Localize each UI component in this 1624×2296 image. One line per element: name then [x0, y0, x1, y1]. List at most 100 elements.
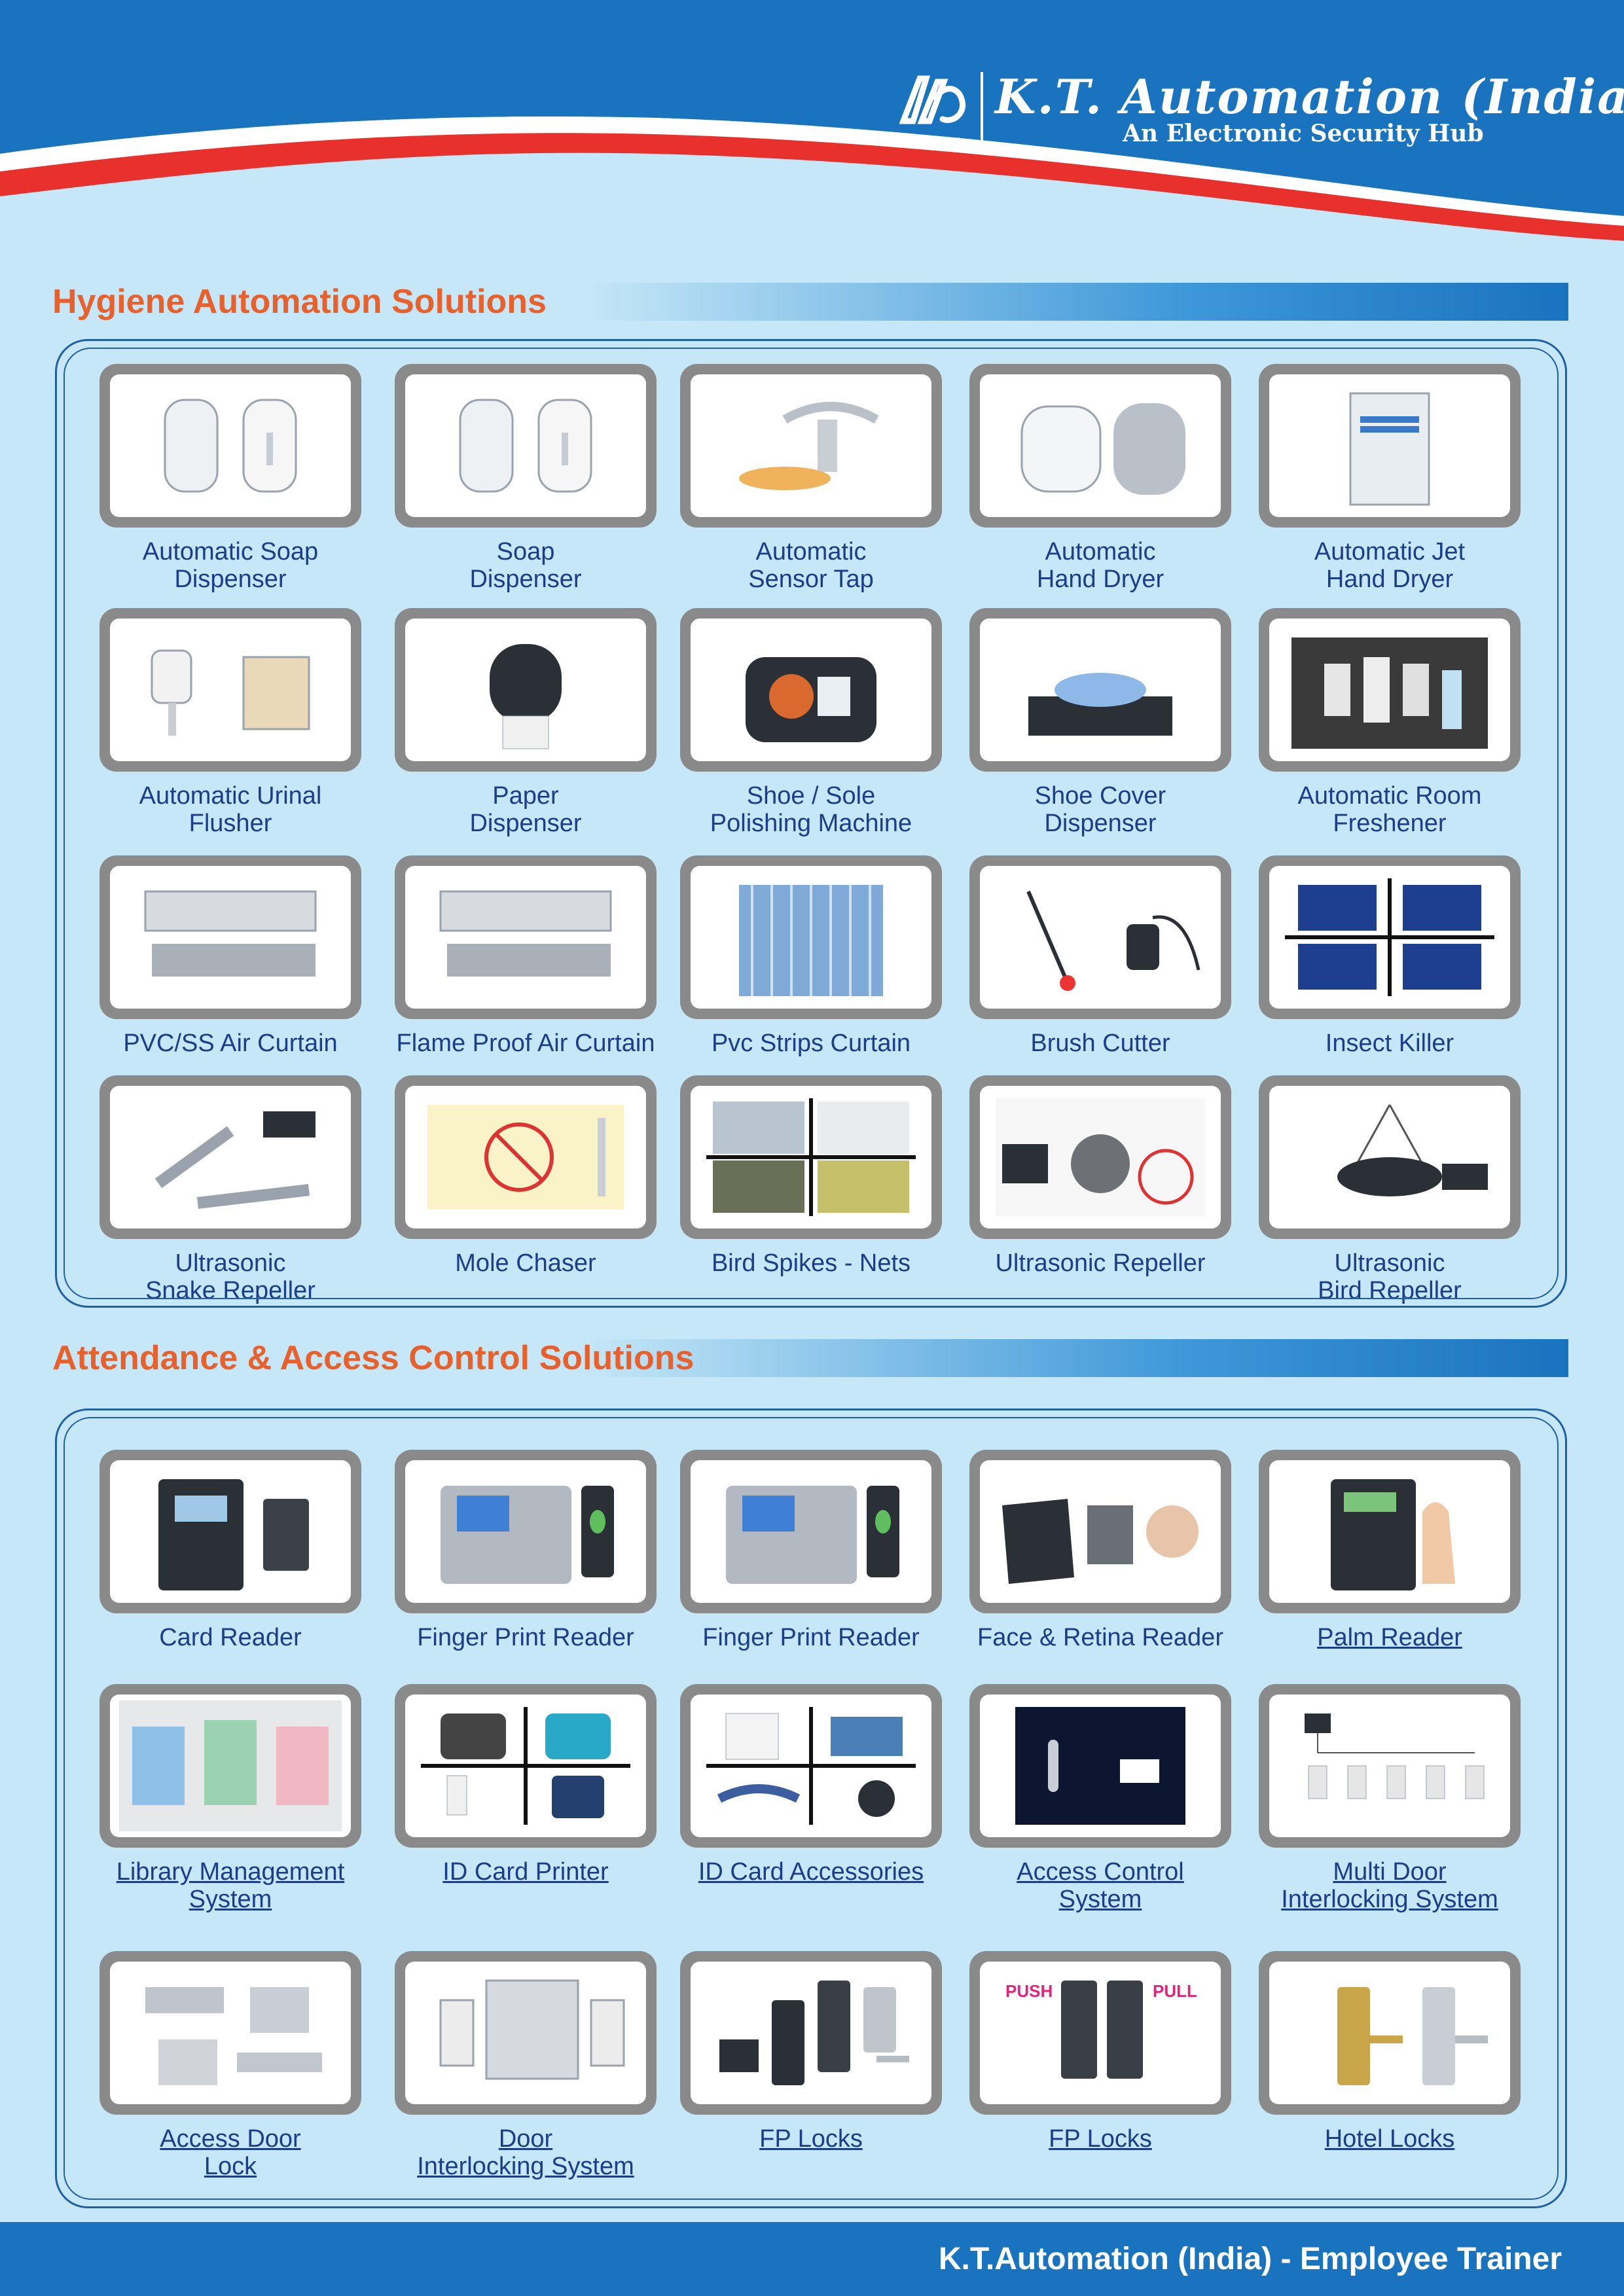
product-tile: [395, 1075, 657, 1239]
door-lock-icon: [110, 1962, 351, 2104]
page-footer: K.T.Automation (India) - Employee Traine…: [0, 2222, 1624, 2296]
product-insect-killer: Insect Killer: [1259, 855, 1521, 1057]
product-multi-door-interlocking-system[interactable]: Multi Door Interlocking System: [1259, 1684, 1521, 1913]
product-tile: [680, 1075, 942, 1239]
product-label[interactable]: Access Control System: [1017, 1858, 1184, 1913]
soap-dispenser-icon: [405, 374, 646, 517]
product-automatic-jet-hand-dryer: Automatic Jet Hand Dryer: [1259, 364, 1521, 593]
product-label[interactable]: FP Locks: [759, 2125, 863, 2153]
product-brush-cutter: Brush Cutter: [969, 855, 1231, 1057]
product-label[interactable]: Access Door Lock: [160, 2125, 301, 2180]
product-label: Paper Dispenser: [469, 782, 582, 837]
section-header-access: Attendance & Access Control Solutions: [51, 1339, 1568, 1377]
product-label[interactable]: Door Interlocking System: [417, 2125, 634, 2180]
air-curtain-icon: [405, 866, 646, 1009]
page-header: K.T. Automation (India) An Electronic Se…: [0, 0, 1624, 249]
product-ultrasonic-bird-repeller: Ultrasonic Bird Repeller: [1259, 1075, 1521, 1304]
product-label: Insect Killer: [1325, 1030, 1454, 1057]
product-automatic-room-freshener: Automatic Room Freshener: [1259, 608, 1521, 837]
product-label: PVC/SS Air Curtain: [123, 1030, 338, 1057]
section-header-hygiene: Hygiene Automation Solutions: [51, 283, 1568, 321]
product-face-retina-reader: Face & Retina Reader: [969, 1450, 1231, 1651]
section-title: Attendance & Access Control Solutions: [52, 1339, 695, 1377]
product-hotel-locks[interactable]: Hotel Locks: [1259, 1951, 1521, 2153]
product-finger-print-reader: Finger Print Reader: [395, 1450, 657, 1651]
product-label[interactable]: FP Locks: [1049, 2125, 1152, 2153]
product-tile: [969, 1075, 1231, 1239]
product-automatic-hand-dryer: Automatic Hand Dryer: [969, 364, 1231, 593]
product-palm-reader[interactable]: Palm Reader: [1259, 1450, 1521, 1651]
brand-title: K.T. Automation (India): [995, 69, 1624, 124]
product-access-control-system[interactable]: Access Control System: [969, 1684, 1231, 1913]
product-label: Flame Proof Air Curtain: [396, 1030, 655, 1057]
product-tile: [1259, 855, 1521, 1019]
palm-reader-icon: [1269, 1460, 1510, 1603]
product-shoe-cover-dispenser: Shoe Cover Dispenser: [969, 608, 1231, 837]
product-tile: [969, 1450, 1231, 1613]
product-label: Automatic Soap Dispenser: [142, 538, 319, 593]
id-card-printer-icon: [405, 1695, 646, 1837]
product-tile: [99, 855, 361, 1019]
brand-subtitle: An Electronic Security Hub: [1123, 120, 1484, 147]
paper-dispenser-icon: [405, 619, 646, 761]
product-library-management-system[interactable]: Library Management System: [99, 1684, 361, 1913]
product-label: Automatic Urinal Flusher: [139, 782, 322, 837]
product-tile: [395, 1684, 657, 1848]
product-tile: [395, 364, 657, 528]
bird-spikes-icon: [691, 1086, 931, 1229]
product-label: Shoe Cover Dispenser: [1034, 782, 1166, 837]
product-tile: [680, 855, 942, 1019]
product-fp-locks[interactable]: FP Locks: [680, 1951, 942, 2153]
header-wave: [0, 0, 1624, 241]
product-finger-print-reader: Finger Print Reader: [680, 1450, 942, 1651]
product-pvc-strips-curtain: Pvc Strips Curtain: [680, 855, 942, 1057]
product-tile: [680, 1951, 942, 2115]
product-flame-proof-air-curtain: Flame Proof Air Curtain: [395, 855, 657, 1057]
product-tile: [99, 1951, 361, 2115]
shoe-cover-icon: [980, 619, 1221, 761]
brand-logo-icon: [899, 75, 965, 124]
hand-dryer-icon: [980, 374, 1221, 517]
product-label[interactable]: ID Card Accessories: [698, 1858, 924, 1886]
fingerprint-reader-icon: [691, 1460, 931, 1603]
product-tile: [1259, 1684, 1521, 1848]
product-automatic-urinal-flusher: Automatic Urinal Flusher: [99, 608, 361, 837]
product-label: Ultrasonic Repeller: [995, 1249, 1206, 1277]
freshener-icon: [1269, 619, 1510, 761]
product-label[interactable]: ID Card Printer: [442, 1858, 609, 1886]
product-label[interactable]: Palm Reader: [1317, 1624, 1462, 1651]
product-label: Brush Cutter: [1030, 1030, 1170, 1057]
product-tile: [969, 608, 1231, 772]
product-automatic-soap-dispenser: Automatic Soap Dispenser: [99, 364, 361, 593]
product-bird-spikes-nets: Bird Spikes - Nets: [680, 1075, 942, 1277]
fingerprint-reader-icon: [405, 1460, 646, 1603]
strip-curtain-icon: [691, 866, 931, 1009]
product-label: Automatic Room Freshener: [1297, 782, 1482, 837]
air-curtain-icon: [110, 866, 351, 1009]
product-label[interactable]: Multi Door Interlocking System: [1281, 1858, 1498, 1913]
product-tile: [99, 608, 361, 772]
product-door-interlocking-system[interactable]: Door Interlocking System: [395, 1951, 657, 2180]
hotel-lock-icon: [1269, 1962, 1510, 2104]
product-tile: [1259, 1450, 1521, 1613]
ultrasonic-repeller-icon: [980, 1086, 1221, 1229]
product-label: Mole Chaser: [455, 1249, 596, 1277]
product-label: Soap Dispenser: [469, 538, 582, 593]
product-access-door-lock[interactable]: Access Door Lock: [99, 1951, 361, 2180]
product-id-card-printer[interactable]: ID Card Printer: [395, 1684, 657, 1886]
product-label: Bird Spikes - Nets: [711, 1249, 911, 1277]
product-id-card-accessories[interactable]: ID Card Accessories: [680, 1684, 942, 1886]
product-tile: [1259, 608, 1521, 772]
tap-icon: [691, 374, 931, 517]
product-automatic-sensor-tap: Automatic Sensor Tap: [680, 364, 942, 593]
product-tile: [680, 608, 942, 772]
product-label[interactable]: Library Management System: [116, 1858, 345, 1913]
product-tile: [99, 364, 361, 528]
product-label[interactable]: Hotel Locks: [1324, 2125, 1455, 2153]
product-tile: [395, 608, 657, 772]
library-system-icon: [110, 1695, 351, 1837]
product-label: Pvc Strips Curtain: [711, 1030, 911, 1057]
